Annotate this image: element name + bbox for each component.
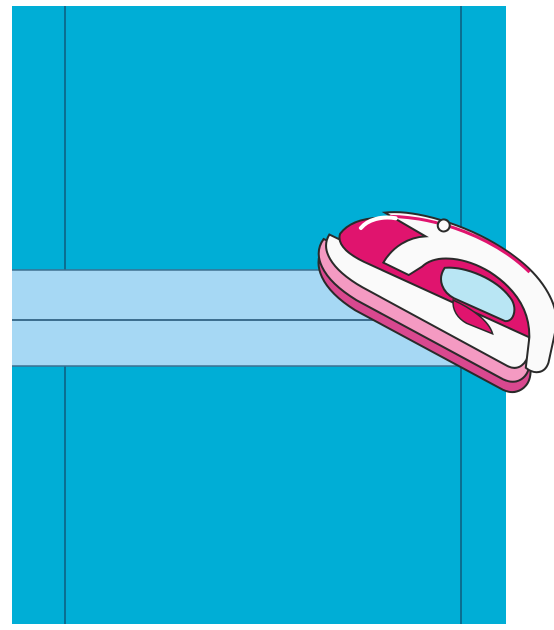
illustration-canvas <box>0 0 554 630</box>
illustration-svg <box>0 0 554 630</box>
